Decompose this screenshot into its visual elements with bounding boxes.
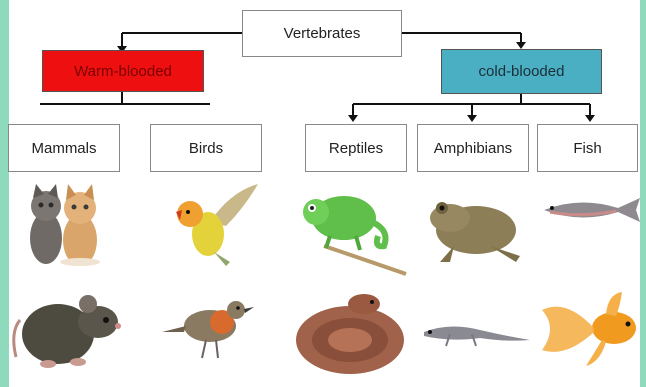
category-birds: Birds bbox=[150, 124, 262, 172]
frog-photo bbox=[420, 190, 528, 268]
newt-photo bbox=[420, 316, 532, 350]
rat-photo bbox=[8, 282, 126, 372]
robin-photo bbox=[160, 292, 256, 362]
kittens-photo bbox=[18, 178, 118, 268]
cold-blooded-node: cold-blooded bbox=[441, 49, 602, 94]
category-reptiles: Reptiles bbox=[305, 124, 407, 172]
category-mammals: Mammals bbox=[8, 124, 120, 172]
chameleon-photo bbox=[294, 186, 412, 278]
warm-blooded-node: Warm-blooded bbox=[42, 50, 204, 92]
category-amphibians: Amphibians bbox=[417, 124, 529, 172]
trout-photo bbox=[540, 194, 642, 226]
snake-photo bbox=[292, 290, 410, 378]
root-node: Vertebrates bbox=[242, 10, 402, 57]
yellow-bird-photo bbox=[170, 182, 262, 268]
goldfish-photo bbox=[536, 288, 640, 368]
category-fish: Fish bbox=[537, 124, 638, 172]
